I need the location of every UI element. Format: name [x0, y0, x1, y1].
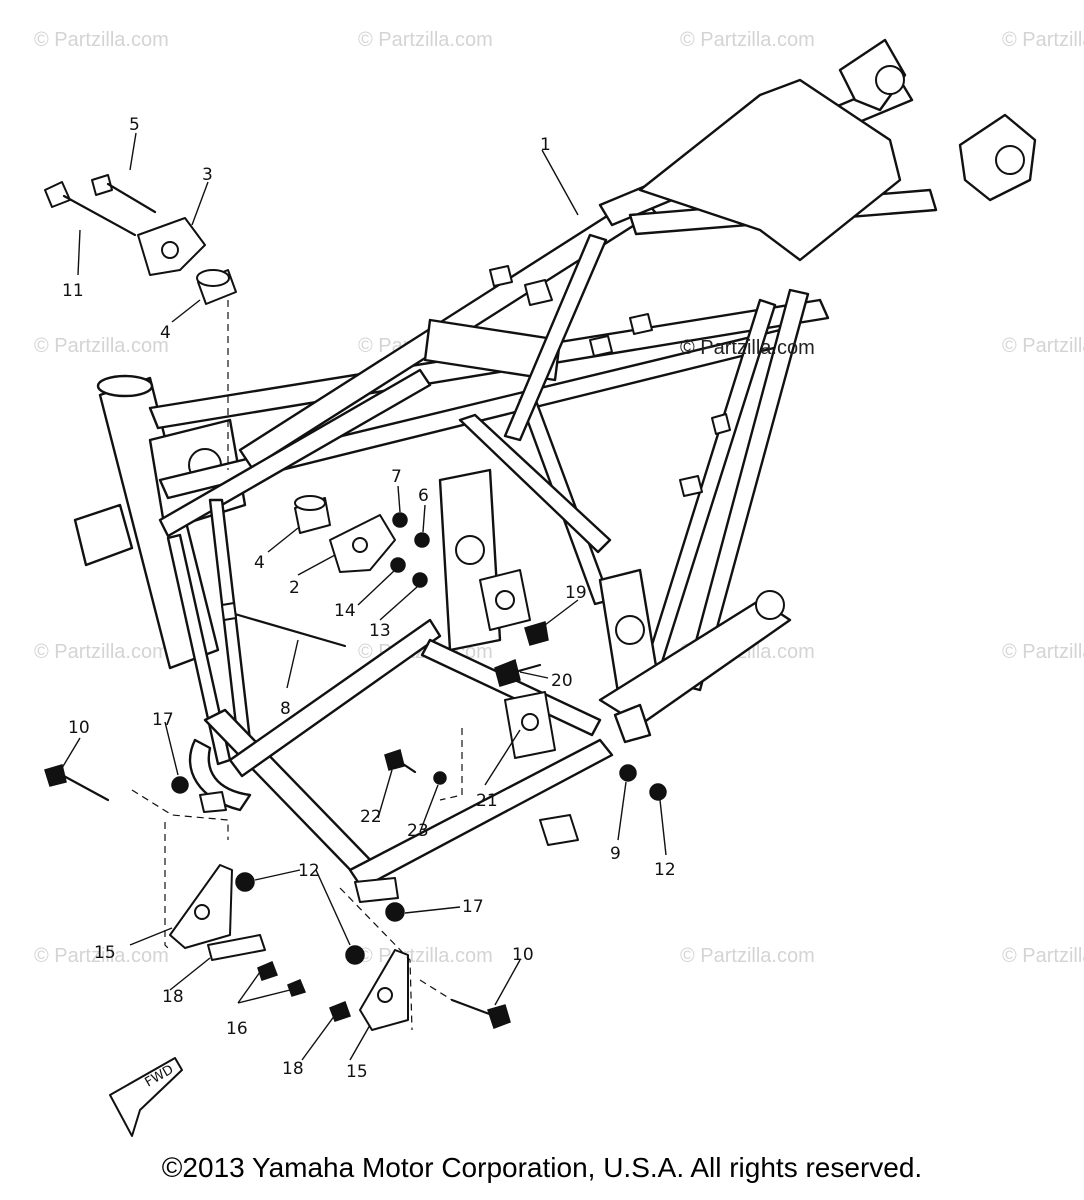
- watermark-text: © Partzilla.com: [1002, 29, 1084, 51]
- callout-12-left: 12: [298, 861, 320, 881]
- watermark-text: © Partzilla.com: [680, 945, 815, 967]
- callout-2: 2: [289, 578, 300, 598]
- callout-16: 16: [226, 1019, 248, 1039]
- main-frame: [73, 38, 1037, 903]
- watermark-text: © Partzilla.com: [34, 641, 169, 663]
- watermark-text: © Partzilla.com: [358, 945, 493, 967]
- watermark-text: © Partzilla.com: [1002, 945, 1084, 967]
- callout-17-right: 17: [462, 897, 484, 917]
- callout-labels: 1 2 3 4 4 5 6 7 8 9 10 10 11 12 12 13 14…: [62, 115, 676, 1082]
- watermark-text: © Partzilla.com: [34, 29, 169, 51]
- callout-22: 22: [360, 807, 382, 827]
- callout-19: 19: [565, 583, 587, 603]
- copyright-notice: ©2013 Yamaha Motor Corporation, U.S.A. A…: [161, 1152, 923, 1183]
- callout-18-right: 18: [282, 1059, 304, 1079]
- callout-8: 8: [280, 699, 291, 719]
- watermark-text: © Partzilla.com: [358, 29, 493, 51]
- callout-5: 5: [129, 115, 140, 135]
- callout-4-lower: 4: [254, 553, 265, 573]
- callout-6: 6: [418, 486, 429, 506]
- callout-3: 3: [202, 165, 213, 185]
- callout-17-left: 17: [152, 710, 174, 730]
- watermark-text: © Partzilla.com: [1002, 641, 1084, 663]
- callout-9: 9: [610, 844, 621, 864]
- callout-20: 20: [551, 671, 573, 691]
- callout-15-left: 15: [94, 943, 116, 963]
- leader-lines: [61, 132, 667, 1061]
- watermark-text: © Partzilla.com: [1002, 335, 1084, 357]
- watermark-text: © Partzilla.com: [34, 945, 169, 967]
- callout-18-left: 18: [162, 987, 184, 1007]
- forward-arrow-icon: FWD: [109, 1057, 183, 1137]
- callout-15-right: 15: [346, 1062, 368, 1082]
- callout-21: 21: [476, 791, 498, 811]
- callout-4-upper: 4: [160, 323, 171, 343]
- callout-13: 13: [369, 621, 391, 641]
- callout-12-right: 12: [654, 860, 676, 880]
- callout-7: 7: [391, 467, 402, 487]
- hardware-parts: FWD: [44, 174, 667, 1137]
- inline-watermark: © Partzilla.com: [680, 337, 815, 359]
- watermark-text: © Partzilla.com: [34, 335, 169, 357]
- callout-10-right: 10: [512, 945, 534, 965]
- callout-23: 23: [407, 821, 429, 841]
- callout-10-left: 10: [68, 718, 90, 738]
- alignment-lines: [131, 300, 463, 1031]
- watermark-text: © Partzilla.com: [680, 29, 815, 51]
- callout-11: 11: [62, 281, 84, 301]
- callout-1: 1: [540, 135, 551, 155]
- callout-14: 14: [334, 601, 356, 621]
